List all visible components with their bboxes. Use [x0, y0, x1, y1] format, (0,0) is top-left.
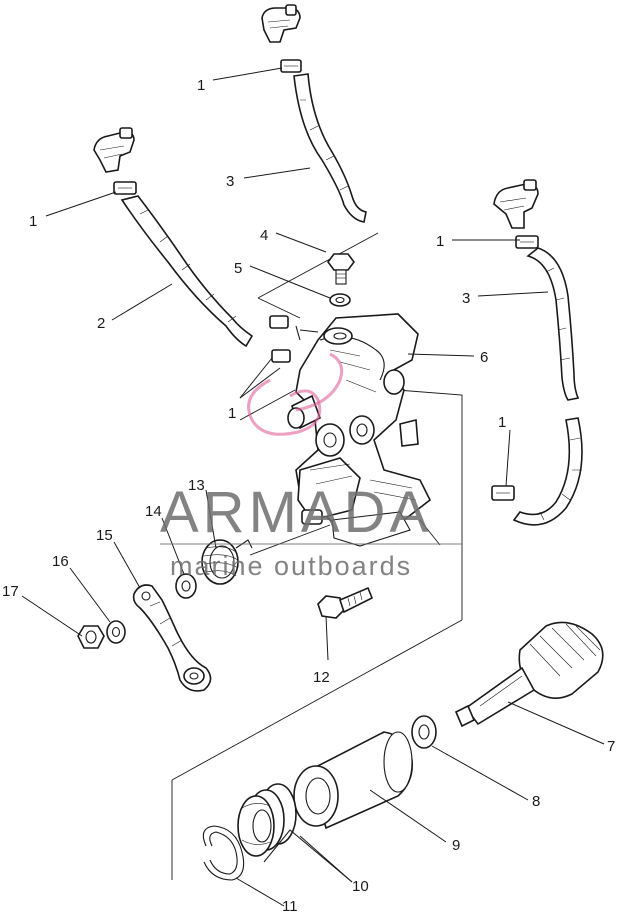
- callout-c7: 7: [607, 738, 615, 755]
- bleed-screw-4: [327, 253, 355, 285]
- hose-3-top: [293, 73, 367, 223]
- callout-c5: 5: [234, 260, 242, 277]
- callout-c1b: 1: [29, 213, 37, 230]
- callout-c1c: 1: [436, 233, 444, 250]
- watermark-title: ARMADA: [160, 480, 432, 545]
- driven-gear-7: [454, 621, 604, 728]
- callout-c14: 14: [145, 503, 162, 520]
- watermark-subtitle: marine outboards: [170, 551, 412, 581]
- hose-clip-1d-upper: [269, 315, 289, 329]
- snap-ring-11: [202, 825, 245, 881]
- callout-c17: 17: [2, 583, 19, 600]
- washer-5: [329, 293, 351, 307]
- oil-nozzle-top-center: [261, 4, 301, 43]
- lock-nut-17: [77, 625, 105, 649]
- hose-clip-1a: [280, 59, 302, 73]
- hose-3-right-lower: [512, 417, 583, 526]
- callout-c1d: 1: [228, 405, 236, 422]
- callout-c12: 12: [313, 669, 330, 686]
- assembly-guide-lines: [171, 232, 463, 880]
- hose-2: [120, 195, 254, 348]
- callout-c3b: 3: [462, 290, 470, 307]
- washer-14: [175, 573, 197, 599]
- hose-clip-1b: [113, 181, 137, 195]
- thrust-washer-8: [411, 715, 437, 749]
- callout-c11: 11: [282, 898, 298, 915]
- leader-lines: [21, 67, 605, 907]
- callout-c9: 9: [452, 837, 460, 854]
- return-spring-13: [201, 539, 253, 585]
- callout-c15: 15: [96, 527, 113, 544]
- hose-clip-1d-lower: [271, 349, 291, 363]
- o-rings-10: [237, 783, 297, 857]
- control-lever-15: [132, 584, 212, 692]
- mounting-bolt-12: [317, 586, 374, 619]
- hose-clip-1e: [491, 485, 515, 501]
- callout-c13: 13: [188, 477, 205, 494]
- oil-nozzle-left: [93, 127, 135, 173]
- callout-c2: 2: [97, 315, 105, 332]
- callout-c4: 4: [260, 227, 268, 244]
- callout-c10: 10: [352, 878, 369, 895]
- callout-c8: 8: [532, 793, 540, 810]
- callout-c3a: 3: [226, 173, 234, 190]
- callout-c1e: 1: [498, 414, 506, 431]
- watermark-swirl-icon: [247, 378, 322, 436]
- gear-bushing-9: [293, 731, 414, 830]
- callout-c6: 6: [480, 349, 488, 366]
- armada-watermark: ARMADA marine outboards: [160, 352, 462, 581]
- callout-c1a: 1: [197, 77, 205, 94]
- hose-3-right-upper: [526, 247, 580, 401]
- oil-pump-body-6: [287, 313, 432, 547]
- hose-clip-1c: [515, 235, 539, 249]
- washer-16: [106, 620, 126, 644]
- oil-nozzle-right: [493, 179, 539, 229]
- callout-c16: 16: [52, 553, 69, 570]
